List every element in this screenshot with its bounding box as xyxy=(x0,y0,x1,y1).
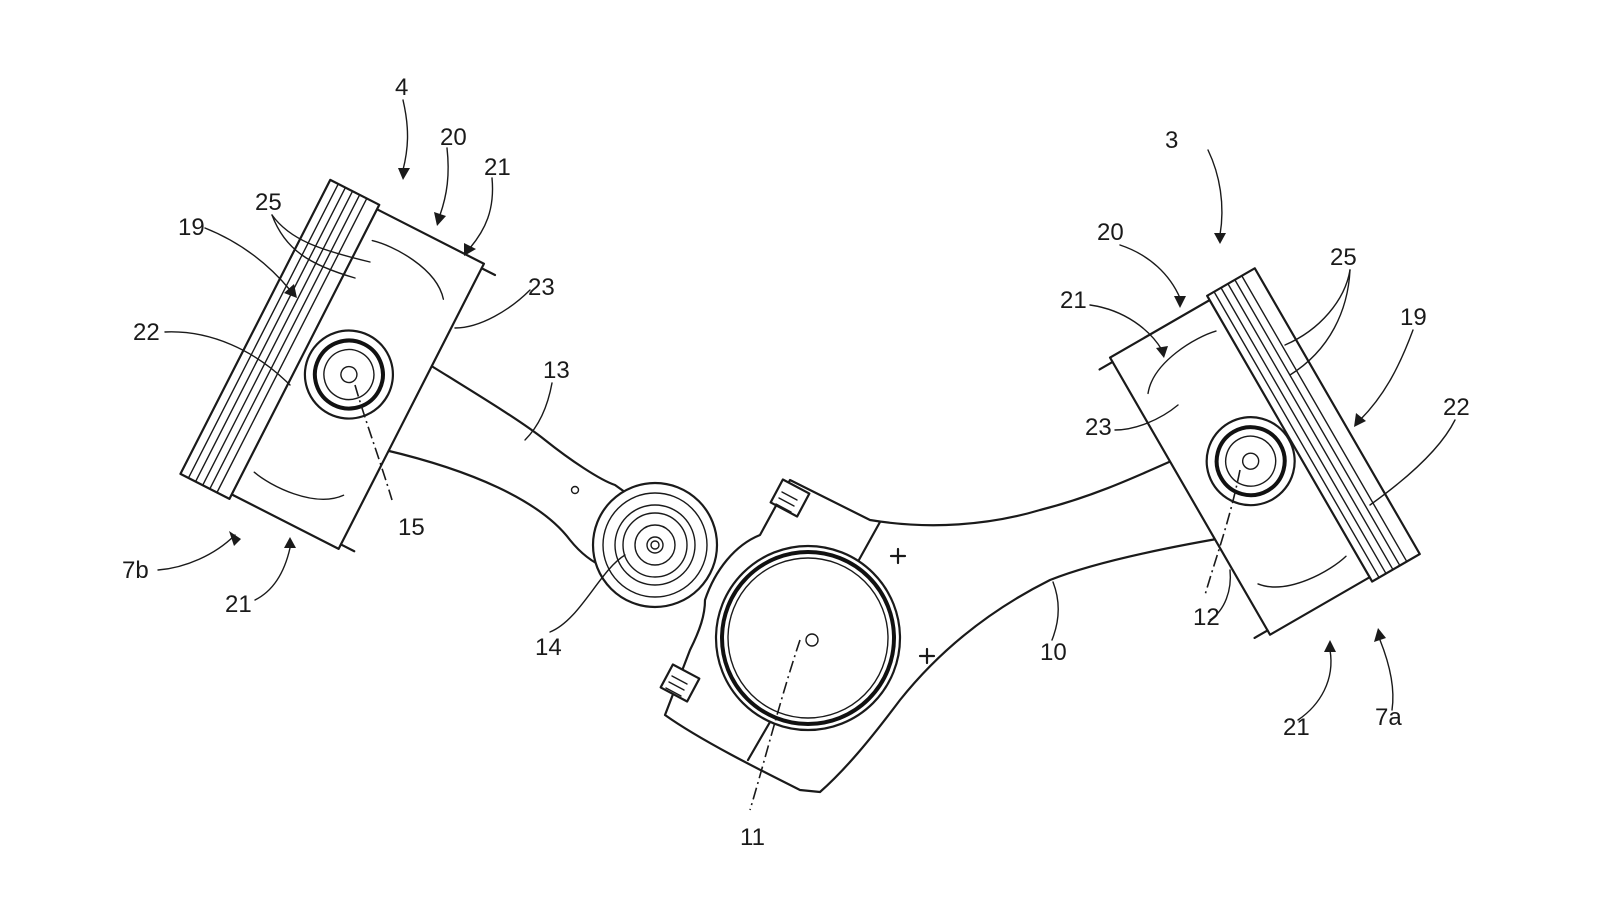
label-25-left: 25 xyxy=(255,189,282,216)
label-7b: 7b xyxy=(122,557,149,584)
label-21-left-bottom: 21 xyxy=(225,591,252,618)
label-25-right: 25 xyxy=(1330,244,1357,271)
label-20-right: 20 xyxy=(1097,219,1124,246)
right-piston-3 xyxy=(1098,267,1421,639)
label-4: 4 xyxy=(395,74,408,101)
label-10: 10 xyxy=(1040,639,1067,666)
label-3: 3 xyxy=(1165,127,1178,154)
label-15: 15 xyxy=(398,514,425,541)
label-22-left: 22 xyxy=(133,319,160,346)
upper-bolt-icon xyxy=(769,478,811,518)
leader-lines xyxy=(157,99,1456,721)
reference-labels: 4 20 21 25 19 22 23 13 15 7b 21 14 11 10… xyxy=(122,74,1470,851)
left-piston-4 xyxy=(179,178,497,553)
label-23-right: 23 xyxy=(1085,414,1112,441)
label-20-left: 20 xyxy=(440,124,467,151)
label-19-left: 19 xyxy=(178,214,205,241)
label-21-left-top: 21 xyxy=(484,154,511,181)
connecting-rod-13 xyxy=(383,360,719,609)
label-21-right-bottom: 21 xyxy=(1283,714,1310,741)
label-11: 11 xyxy=(740,824,765,851)
label-22-right: 22 xyxy=(1443,394,1470,421)
label-21-right-top: 21 xyxy=(1060,287,1087,314)
lower-bolt-icon xyxy=(659,663,701,703)
label-12: 12 xyxy=(1193,604,1220,631)
label-19-right: 19 xyxy=(1400,304,1427,331)
label-13: 13 xyxy=(543,357,570,384)
crank-body-10 xyxy=(663,453,1242,794)
label-14: 14 xyxy=(535,634,562,661)
label-7a: 7a xyxy=(1375,704,1402,731)
label-23-left: 23 xyxy=(528,274,555,301)
